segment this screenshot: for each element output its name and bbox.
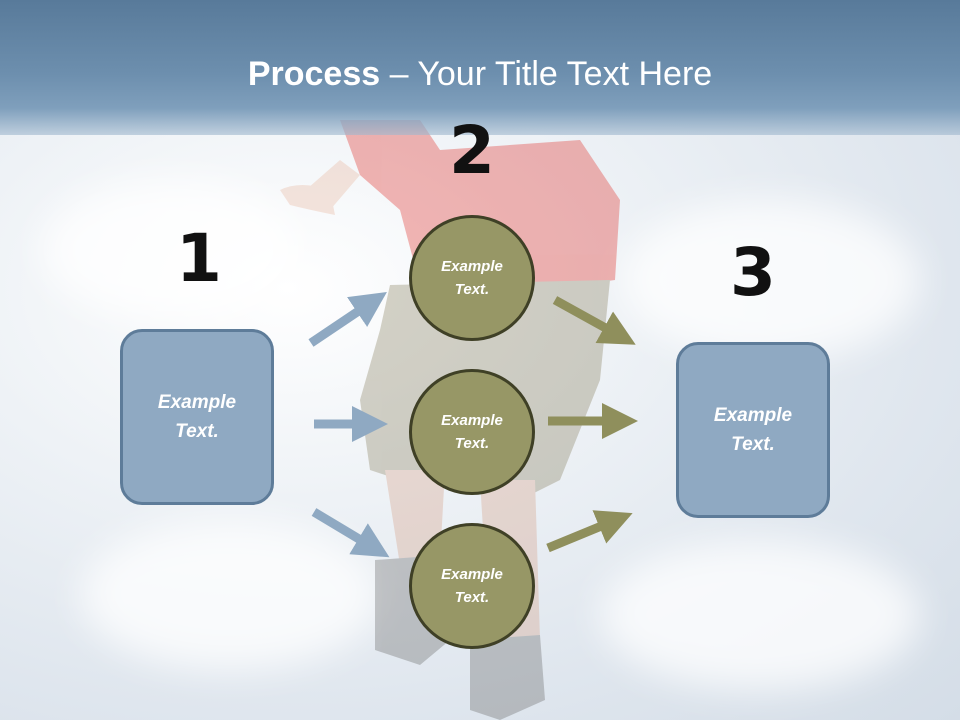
arrow-bottom-to-right <box>546 510 633 553</box>
step-number-2: 2 <box>449 112 495 189</box>
left-box-line2: Text. <box>175 421 219 442</box>
arrow-left-to-bottom <box>311 508 390 558</box>
right-box-line2: Text. <box>731 434 775 455</box>
circle-middle-line1: Example <box>441 412 503 429</box>
circle-bottom-line2: Text. <box>454 589 490 606</box>
header-band <box>0 0 960 135</box>
circle-top-line2: Text. <box>454 281 490 298</box>
right-box-line1: Example <box>713 405 793 426</box>
cloud <box>80 520 380 670</box>
circle-middle-line2: Text. <box>454 435 490 452</box>
step-number-3: 3 <box>730 234 776 311</box>
circle-bottom-line1: Example <box>441 566 503 583</box>
circle-top-line1: Example <box>441 258 503 275</box>
slide-title: Process – Your Title Text Here <box>0 52 960 96</box>
cloud <box>40 180 300 320</box>
cloud <box>620 200 920 360</box>
left-box-line1: Example <box>157 392 237 413</box>
title-bold: Process <box>247 55 381 93</box>
step-number-1: 1 <box>176 220 222 297</box>
arrow-left-to-top <box>308 291 387 347</box>
cloud <box>600 540 920 690</box>
arrow-top-to-right <box>552 296 636 345</box>
title-rest: – Your Title Text Here <box>380 55 713 93</box>
